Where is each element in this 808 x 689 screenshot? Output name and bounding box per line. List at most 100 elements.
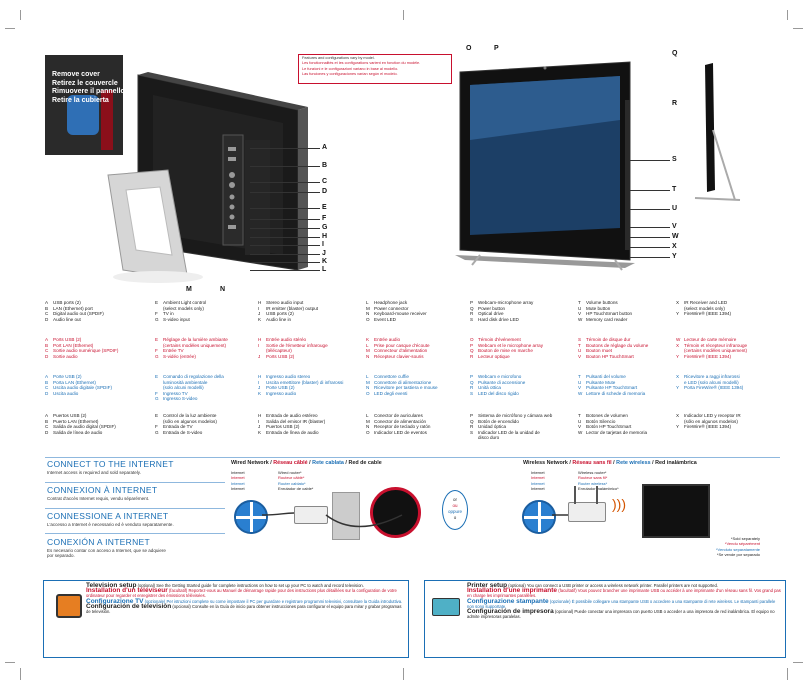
callout-l: L	[322, 266, 327, 273]
hand-icon	[67, 95, 99, 135]
callout-line	[250, 148, 320, 149]
callout-k: K	[322, 258, 328, 265]
callout-line	[250, 262, 320, 263]
callout-line	[630, 227, 670, 228]
callout-t: T	[672, 186, 677, 193]
callout-line	[630, 247, 670, 248]
callout-s: S	[672, 156, 677, 163]
crop-mark	[5, 28, 15, 29]
callout-line	[250, 192, 320, 193]
pc-front-view-illustration	[455, 61, 635, 271]
connect-title-en: CONNECT TO THE INTERNET	[47, 459, 174, 469]
pc-side-view-illustration	[694, 63, 741, 201]
connect-title-it: CONNESSIONE A INTERNET	[47, 511, 169, 521]
callout-m: M	[186, 286, 192, 293]
wireless-router-labels: Wireless router*Routeur sans fil*Router …	[578, 470, 619, 492]
cover-panel	[101, 90, 113, 150]
callout-w: W	[672, 233, 679, 240]
model-notice: Features and configurations vary by mode…	[298, 54, 452, 84]
callout-o: O	[466, 45, 472, 52]
pc-stand-icon	[332, 492, 360, 540]
cable-lines	[262, 512, 403, 528]
globe-icon	[522, 500, 556, 534]
callout-v: V	[672, 223, 677, 230]
connect-sub-fr: Contrat d'accès Internet requis, vendu s…	[47, 496, 150, 501]
callout-f: F	[322, 215, 327, 222]
callout-d: D	[322, 188, 328, 195]
callout-c: C	[322, 178, 328, 185]
callout-x: X	[672, 243, 677, 250]
connect-title-es: CONEXIÓN A INTERNET	[47, 537, 150, 547]
callout-line	[630, 160, 670, 161]
section-divider	[45, 482, 225, 483]
lan-port-zoom-icon	[370, 487, 421, 538]
callout-line	[250, 219, 320, 220]
callout-g: G	[322, 224, 328, 231]
pc-wireless-icon	[642, 484, 710, 538]
section-divider	[45, 533, 225, 534]
connect-title-fr: CONNEXION À INTERNET	[47, 485, 158, 495]
callout-p: P	[494, 45, 499, 52]
connect-sub-en: Internet access is required and sold sep…	[47, 470, 141, 475]
crop-mark	[787, 10, 788, 20]
callout-b: B	[322, 162, 328, 169]
crop-mark	[793, 662, 803, 663]
crop-mark	[403, 10, 404, 20]
antenna	[574, 486, 576, 504]
crop-mark	[20, 10, 21, 20]
callout-line	[250, 237, 320, 238]
callout-h: H	[322, 233, 328, 240]
callout-line	[630, 237, 670, 238]
connect-sub-es: Es necesario contar con acceso a Interne…	[47, 548, 166, 559]
wired-network-heading: Wired Network / Réseau câblé / Rete cabl…	[231, 460, 382, 466]
wireless-router-icon	[568, 502, 606, 522]
callout-i: I	[322, 241, 324, 248]
crop-mark	[20, 668, 21, 680]
callout-line	[250, 208, 320, 209]
crop-mark	[403, 668, 404, 680]
callout-line	[250, 228, 320, 229]
callout-line	[630, 190, 670, 191]
wireless-network-heading: Wireless Network / Réseau sans fil / Ret…	[523, 460, 697, 466]
printer-setup-text: Printer setup (optional) You can connect…	[467, 582, 781, 620]
callout-q: Q	[672, 50, 678, 57]
connect-sub-it: L'accesso a Internet è necessario ed è v…	[47, 522, 174, 527]
tv-setup-box	[43, 580, 409, 658]
printer-setup-box	[424, 580, 786, 658]
callout-u: U	[672, 205, 678, 212]
section-divider	[45, 457, 780, 458]
callout-j: J	[322, 250, 326, 257]
callout-y: Y	[672, 253, 677, 260]
printer-icon	[432, 598, 460, 616]
callout-a: A	[322, 144, 328, 151]
callout-r: R	[672, 100, 678, 107]
wired-router-icon	[294, 506, 328, 524]
remove-cover-inset	[45, 55, 123, 155]
wired-router-labels: Wired router*Routeur câblé*Router cablat…	[278, 470, 314, 492]
antenna	[596, 486, 598, 504]
callout-e: E	[322, 204, 327, 211]
crop-mark	[793, 28, 803, 29]
